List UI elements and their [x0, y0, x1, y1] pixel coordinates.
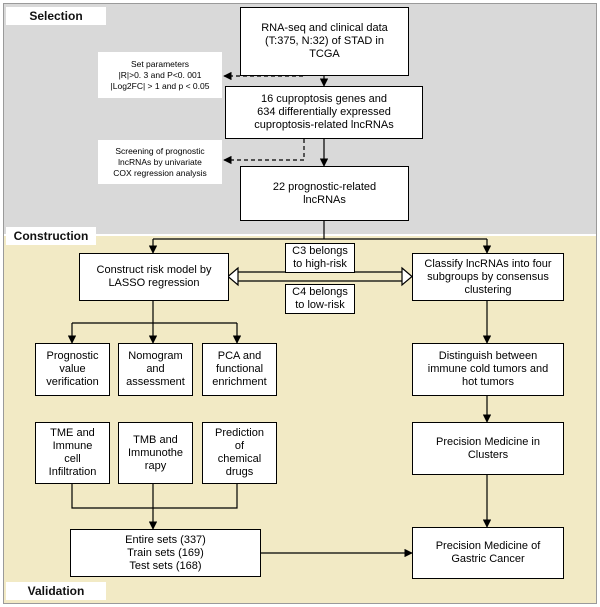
nomogram-box: Nomogram and assessment [118, 343, 193, 396]
section-divider [3, 234, 597, 236]
dashed-link-set-params [223, 56, 305, 81]
precision-medicine-gastric-box: Precision Medicine of Gastric Cancer [412, 527, 564, 579]
section-validation-label: Validation [6, 582, 106, 600]
outer-frame [3, 3, 597, 604]
lower-merge [71, 484, 238, 509]
set-parameters-note: Set parameters |R|>0. 3 and P<0. 001 |Lo… [98, 52, 222, 98]
double-arrow-head-left [227, 266, 239, 287]
section-selection-label: Selection [6, 7, 106, 25]
sets-box: Entire sets (337) Train sets (169) Test … [70, 529, 261, 577]
risk-model-branch [72, 301, 237, 324]
tme-box: TME and Immune cell Infiltration [35, 422, 110, 484]
immune-tumors-box: Distinguish between immune cold tumors a… [412, 343, 564, 396]
split-connector [153, 221, 487, 240]
consensus-clustering-box: Classify lncRNAs into four subgroups by … [412, 253, 564, 301]
screening-note: Screening of prognostic lncRNAs by univa… [98, 140, 222, 184]
prognostic-lncrnas-box: 22 prognostic-related lncRNAs [240, 166, 409, 221]
section-construction-label: Construction [6, 227, 96, 245]
cuproptosis-genes-box: 16 cuproptosis genes and 634 differentia… [225, 86, 423, 139]
prognostic-value-box: Prognostic value verification [35, 343, 110, 396]
dashed-link-screening [223, 139, 305, 165]
precision-medicine-clusters-box: Precision Medicine in Clusters [412, 422, 564, 475]
risk-model-box: Construct risk model by LASSO regression [79, 253, 229, 301]
c3-high-risk-label: C3 belongs to high-risk [285, 243, 355, 273]
c4-low-risk-label: C4 belongs to low-risk [285, 284, 355, 314]
double-arrow-head-right [401, 266, 413, 287]
tmb-box: TMB and Immunothe rapy [118, 422, 193, 484]
pca-box: PCA and functional enrichment [202, 343, 277, 396]
chemical-drugs-box: Prediction of chemical drugs [202, 422, 277, 484]
rna-seq-box: RNA-seq and clinical data (T:375, N:32) … [240, 7, 409, 76]
